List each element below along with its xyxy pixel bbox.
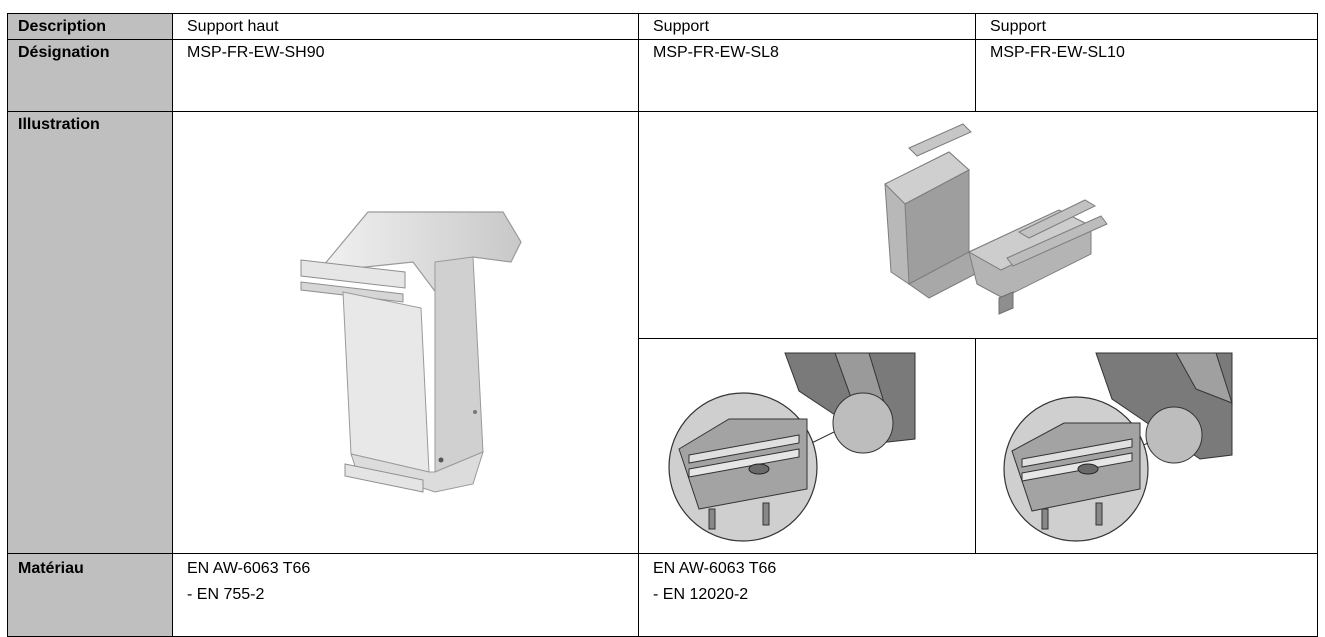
materiau-col2: EN AW-6063 T66 - EN 12020-2	[638, 553, 1318, 637]
materiau-col2-line2: - EN 12020-2	[653, 586, 749, 603]
illustration-header: Illustration	[7, 111, 173, 554]
illustration-col3-bottom	[975, 338, 1318, 554]
support-haut-image	[300, 211, 522, 493]
detail-sl8-image	[668, 352, 916, 542]
materiau-col1: EN AW-6063 T66 - EN 755-2	[172, 553, 639, 637]
designation-header: Désignation	[7, 39, 173, 112]
description-col1: Support haut	[172, 13, 639, 40]
designation-col3: MSP-FR-EW-SL10	[975, 39, 1318, 112]
illustration-col23-top	[638, 111, 1318, 339]
materiau-col1-line1: EN AW-6063 T66	[187, 560, 311, 577]
materiau-col1-line2: - EN 755-2	[187, 586, 265, 603]
spec-table: Description Support haut Support Support…	[7, 13, 1318, 637]
designation-col1: MSP-FR-EW-SH90	[172, 39, 639, 112]
materiau-header: Matériau	[7, 553, 173, 637]
support-profile-image	[884, 123, 1108, 315]
description-col3: Support	[975, 13, 1318, 40]
description-header: Description	[7, 13, 173, 40]
illustration-col1	[172, 111, 639, 554]
designation-col2: MSP-FR-EW-SL8	[638, 39, 976, 112]
detail-sl10-image	[1003, 352, 1233, 542]
materiau-col2-line1: EN AW-6063 T66	[653, 560, 777, 577]
illustration-col2-bottom	[638, 338, 976, 554]
description-col2: Support	[638, 13, 976, 40]
